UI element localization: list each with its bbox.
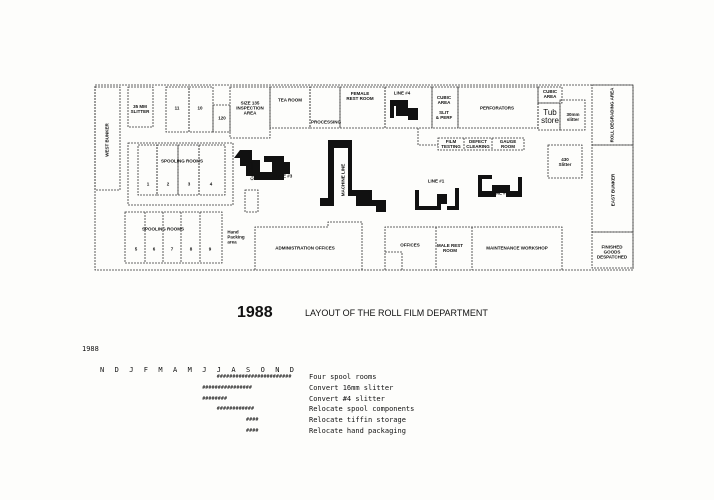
room-admin-offices: ADMINISTRATION OFFICES	[275, 245, 335, 251]
month-label: F	[143, 366, 149, 374]
spool-room-6: 6	[152, 246, 156, 252]
spool-room-8: 8	[189, 246, 193, 252]
room-hand-packing: Hand Packing area	[227, 229, 245, 245]
label-capper: CAPPER	[249, 161, 255, 181]
machine-line	[320, 140, 386, 212]
task-bar: ############	[216, 406, 255, 413]
room-35mm-slitter: 35 MM SLITTER	[130, 104, 150, 114]
spool-room-9: 9	[208, 246, 212, 252]
month-label: N	[275, 366, 280, 374]
spool-room-1: 1	[146, 181, 150, 187]
room-male-rest: MALE REST ROOM	[436, 243, 464, 253]
room-finished-goods: FINISHED GOODS DESPATCHED	[596, 244, 628, 260]
room-defect-clearing: DEFECT CLEARING	[466, 139, 490, 149]
task-label: Convert 16mm slitter	[309, 383, 394, 392]
room-cubic-area-2: CUBIC AREA	[542, 89, 558, 99]
month-label: O	[260, 366, 265, 374]
line-4-machine	[390, 100, 418, 120]
room-film-testing: FILM TESTING	[441, 139, 461, 149]
label-line-2: LINE #2	[491, 190, 509, 196]
month-label: N	[100, 366, 105, 374]
room-slit-perf: SLIT & PERF	[435, 110, 453, 120]
task-label: Relocate tiffin storage	[309, 416, 406, 425]
title-text: LAYOUT OF THE ROLL FILM DEPARTMENT	[305, 308, 488, 318]
line-1-machine	[415, 188, 459, 210]
room-30mm-slitter: 30mm slitter	[566, 112, 580, 122]
room-tub-store: Tub store	[541, 108, 559, 125]
label-spooling-rooms-1: SPOOLING ROOMS	[160, 158, 204, 164]
spool-room-5: 5	[134, 246, 138, 252]
month-label: D	[114, 366, 119, 374]
label-machine-line: MACHINE LINE	[340, 163, 346, 197]
schedule-year: 1988	[82, 345, 99, 353]
spool-room-2: 2	[166, 181, 170, 187]
month-label: J	[202, 366, 207, 374]
room-cubic-area: CUBIC AREA	[436, 95, 452, 105]
month-label: J	[129, 366, 134, 374]
label-line-1: LINE #1	[427, 178, 445, 184]
room-perforators: PERFORATORS	[479, 105, 515, 111]
room-gauge: GAUGE ROOM	[499, 139, 517, 149]
label-spooling-rooms-2: SPOOLING ROOMS	[141, 226, 185, 232]
room-11: 11	[174, 105, 180, 111]
month-label: S	[246, 366, 251, 374]
month-label: M	[158, 366, 163, 374]
month-label: D	[289, 366, 295, 374]
label-line-4: LINE #4	[393, 90, 411, 96]
line-3-machine	[234, 150, 290, 180]
room-tea: TEA ROOM	[277, 97, 303, 103]
month-label: A	[231, 366, 236, 374]
label-line-3: LINE #3	[275, 173, 293, 179]
month-label: A	[173, 366, 178, 374]
line-2-machine	[478, 175, 522, 197]
title-year: 1988	[237, 304, 273, 321]
month-label: M	[187, 366, 192, 374]
spool-room-3: 3	[187, 181, 191, 187]
room-processing: PROCESSING	[310, 119, 342, 125]
task-bar: ####	[246, 417, 259, 424]
room-roll-area: ROLL DEGRADING AREA	[609, 87, 615, 143]
room-east-bunker: EAST BUNKER	[610, 173, 616, 207]
room-430-slitter: 430 Slitter	[558, 157, 572, 167]
spool-room-4: 4	[209, 181, 213, 187]
room-120: 120	[218, 115, 226, 121]
room-inspection: SIZE 135 INSPECTION AREA	[236, 100, 264, 116]
task-label: Relocate hand packaging	[309, 427, 406, 435]
task-bar: ####	[246, 428, 259, 434]
task-bar: ################	[202, 384, 252, 391]
task-label: Four spool rooms	[309, 373, 377, 381]
machines	[234, 100, 522, 212]
room-maintenance: MAINTENANCE WORKSHOP	[486, 245, 548, 251]
room-10: 10	[197, 105, 203, 111]
month-label: J	[216, 366, 222, 374]
task-bar: ########################	[216, 374, 292, 380]
task-bar: ########	[202, 395, 228, 402]
room-offices: OFFICES	[400, 242, 420, 248]
task-label: Relocate spool components	[309, 405, 415, 414]
task-label: Convert #4 slitter	[309, 394, 385, 403]
spool-room-7: 7	[170, 246, 174, 252]
room-female-rest: FEMALE REST ROOM	[346, 91, 374, 101]
room-west-bunker: WEST BUNKER	[104, 123, 110, 157]
